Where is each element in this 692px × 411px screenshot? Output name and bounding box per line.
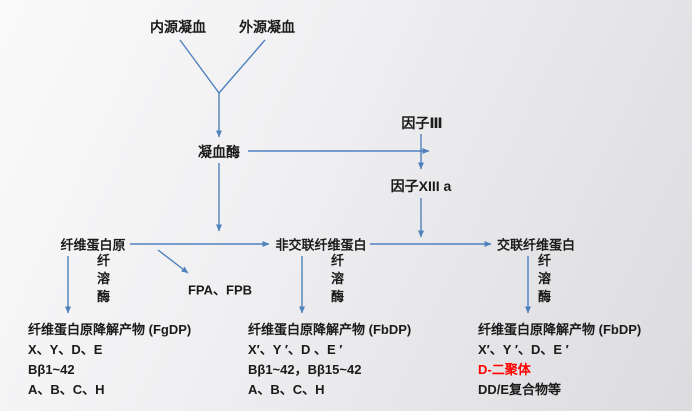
plasmin-char: 溶 — [97, 271, 111, 286]
plasmin-char: 溶 — [331, 271, 345, 286]
node-thrombin: 凝血酶 — [198, 144, 240, 160]
product-title: 纤维蛋白原降解产物 (FbDP) — [478, 322, 642, 337]
plasmin-char: 纤 — [331, 253, 345, 268]
plasmin-char: 溶 — [538, 271, 552, 286]
product-block-fbdp-noncrosslinked: 纤维蛋白原降解产物 (FbDP) X′、Y ′、D 、E ′ Bβ1~42，Bβ… — [248, 320, 411, 400]
plasmin-label-right: 纤 溶 酶 — [538, 252, 551, 306]
node-non-crosslinked-fibrin: 非交联纤维蛋白 — [275, 237, 367, 253]
plasmin-label-middle: 纤 溶 酶 — [331, 252, 344, 306]
node-intrinsic-coagulation: 内源凝血 — [150, 19, 206, 35]
node-factor-iii: 因子Ⅲ — [401, 115, 443, 131]
product-line: DD/E复合物等 — [478, 382, 562, 397]
node-extrinsic-coagulation: 外源凝血 — [239, 19, 295, 35]
product-line: Bβ1~42 — [28, 362, 75, 377]
product-line: A、B、C、H — [28, 382, 105, 397]
edge-intrinsic-to-junction — [179, 39, 220, 94]
product-line: Bβ1~42，Bβ15~42 — [248, 362, 362, 377]
product-line: X′、Y ′、D 、E ′ — [248, 342, 343, 357]
node-crosslinked-fibrin: 交联纤维蛋白 — [496, 237, 576, 253]
plasmin-char: 纤 — [97, 253, 111, 268]
node-fpa-fpb: FPA、FPB — [187, 282, 253, 298]
product-block-fbdp-crosslinked: 纤维蛋白原降解产物 (FbDP) X′、Y ′、D、E ′ D-二聚体 DD/E… — [478, 320, 641, 400]
node-fibrinogen: 纤维蛋白原 — [60, 237, 126, 253]
plasmin-char: 酶 — [538, 289, 552, 304]
product-line-d-dimer: D-二聚体 — [478, 362, 531, 377]
plasmin-label-left: 纤 溶 酶 — [97, 252, 110, 306]
product-line: A、B、C、H — [248, 382, 325, 397]
plasmin-char: 纤 — [538, 253, 552, 268]
product-title: 纤维蛋白原降解产物 (FgDP) — [28, 322, 192, 337]
plasmin-char: 酶 — [331, 289, 345, 304]
product-block-fgdp: 纤维蛋白原降解产物 (FgDP) X、Y、D、E Bβ1~42 A、B、C、H — [28, 320, 191, 400]
edge-extrinsic-to-junction — [218, 39, 266, 94]
product-title: 纤维蛋白原降解产物 (FbDP) — [248, 322, 412, 337]
plasmin-char: 酶 — [97, 289, 111, 304]
product-line: X′、Y ′、D、E ′ — [478, 342, 569, 357]
node-factor-xiiia: 因子XIII a — [390, 178, 452, 194]
product-line: X、Y、D、E — [28, 342, 103, 357]
edge-fibrinogen-to-fpa — [157, 249, 189, 274]
